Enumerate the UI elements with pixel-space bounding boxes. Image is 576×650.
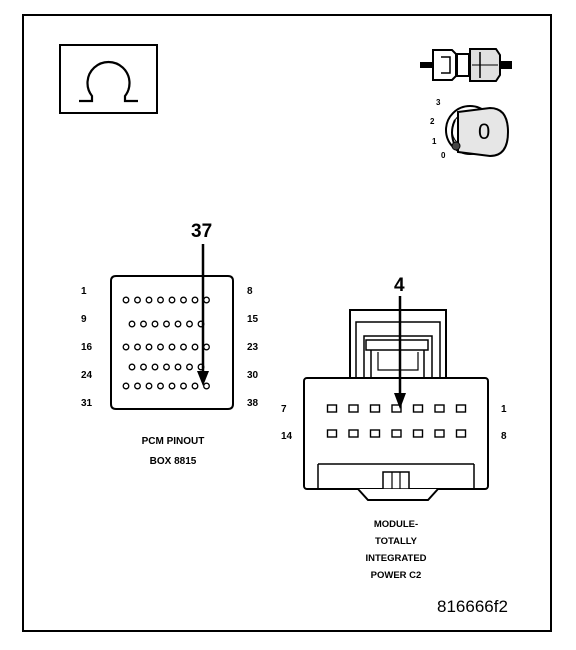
pcm-callout-arrow xyxy=(197,244,209,386)
diagram-frame xyxy=(22,14,552,632)
pcm-pin xyxy=(145,296,153,304)
ignition-position-0: 0 xyxy=(441,151,446,160)
pcm-row-5-left: 31 xyxy=(81,398,93,409)
ignition-position-2: 2 xyxy=(430,117,435,126)
module-row-2-right: 8 xyxy=(501,431,507,442)
omega-icon xyxy=(59,44,158,114)
module-caption-line-1: MODULE- xyxy=(373,519,419,530)
pcm-pin xyxy=(128,320,136,328)
module-caption-line-3: INTEGRATED xyxy=(365,553,427,564)
pcm-row-4-right: 30 xyxy=(247,370,259,381)
pcm-callout-number: 37 xyxy=(191,221,213,242)
module-pin xyxy=(412,404,424,413)
pcm-pin xyxy=(163,363,170,371)
pcm-pin xyxy=(145,343,153,351)
pcm-pin-grid xyxy=(122,296,210,390)
pcm-pin xyxy=(145,382,153,390)
pcm-pin xyxy=(157,343,164,351)
pcm-row-4-left: 24 xyxy=(81,370,93,381)
module-row-2-left: 14 xyxy=(281,431,293,442)
module-caption-line-2: TOTALLY xyxy=(374,536,418,547)
pcm-row-1-right: 8 xyxy=(247,286,253,297)
module-pin xyxy=(412,429,424,438)
pcm-pin xyxy=(186,320,193,328)
pcm-pin xyxy=(191,296,199,304)
pcm-pin xyxy=(134,296,141,304)
module-callout-arrow xyxy=(394,296,406,409)
module-pin xyxy=(369,404,381,413)
pcm-pin xyxy=(157,382,164,390)
pcm-pin xyxy=(122,382,130,390)
pcm-caption: PCM PINOUT BOX 8815 xyxy=(112,432,234,472)
pcm-pin xyxy=(134,343,141,351)
pcm-row-3-left: 16 xyxy=(81,342,93,353)
pcm-pin xyxy=(157,296,164,304)
pcm-caption-line-1: PCM PINOUT xyxy=(141,436,205,447)
pcm-row-2-right: 15 xyxy=(247,314,259,325)
pcm-pin xyxy=(203,343,210,351)
pcm-pin xyxy=(203,296,210,304)
module-caption-line-4: POWER C2 xyxy=(370,570,422,581)
ignition-key-icon xyxy=(445,105,510,158)
pcm-pin xyxy=(140,320,147,328)
module-pin xyxy=(326,429,338,438)
pcm-pin xyxy=(186,363,193,371)
pcm-row-1-left: 1 xyxy=(81,286,87,297)
module-pin-grid xyxy=(326,404,467,438)
pcm-row-2-left: 9 xyxy=(81,314,87,325)
pcm-pin xyxy=(191,343,199,351)
pcm-pin xyxy=(168,343,176,351)
pcm-pin xyxy=(168,296,176,304)
module-connector xyxy=(303,309,489,501)
pcm-pin xyxy=(180,343,187,351)
module-pin xyxy=(391,404,402,413)
module-pin xyxy=(348,429,359,438)
module-pin xyxy=(434,429,445,438)
module-caption: MODULE- TOTALLY INTEGRATED POWER C2 xyxy=(340,516,452,584)
module-pin xyxy=(348,404,359,413)
module-pin xyxy=(391,429,402,438)
module-pin xyxy=(326,404,338,413)
pcm-pin xyxy=(163,320,170,328)
pcm-pin xyxy=(122,343,130,351)
ignition-key-label: 0 xyxy=(478,119,491,144)
pcm-pin xyxy=(151,363,159,371)
ignition-position-3: 3 xyxy=(436,98,441,107)
connector-plug-icon xyxy=(420,48,512,82)
pcm-pin xyxy=(180,382,187,390)
module-pin xyxy=(369,429,381,438)
pcm-pin xyxy=(174,320,182,328)
module-callout-number: 4 xyxy=(394,275,405,296)
module-pin xyxy=(455,404,467,413)
pcm-row-5-right: 38 xyxy=(247,398,259,409)
figure-id: 816666f2 xyxy=(437,597,508,616)
module-pin xyxy=(434,404,445,413)
pcm-connector xyxy=(110,275,234,410)
pcm-pin xyxy=(140,363,147,371)
pcm-caption-line-2: BOX 8815 xyxy=(149,456,197,467)
pcm-pin xyxy=(134,382,141,390)
module-row-1-right: 1 xyxy=(501,404,507,415)
pcm-pin xyxy=(151,320,159,328)
pcm-row-3-right: 23 xyxy=(247,342,259,353)
pcm-pin xyxy=(191,382,199,390)
pcm-pin xyxy=(168,382,176,390)
ignition-position-1: 1 xyxy=(432,137,437,146)
pcm-pin xyxy=(128,363,136,371)
pcm-pin xyxy=(122,296,130,304)
pcm-pin xyxy=(174,363,182,371)
module-pin xyxy=(455,429,467,438)
pcm-pin xyxy=(203,382,210,390)
module-row-1-left: 7 xyxy=(281,404,287,415)
pcm-pin xyxy=(180,296,187,304)
